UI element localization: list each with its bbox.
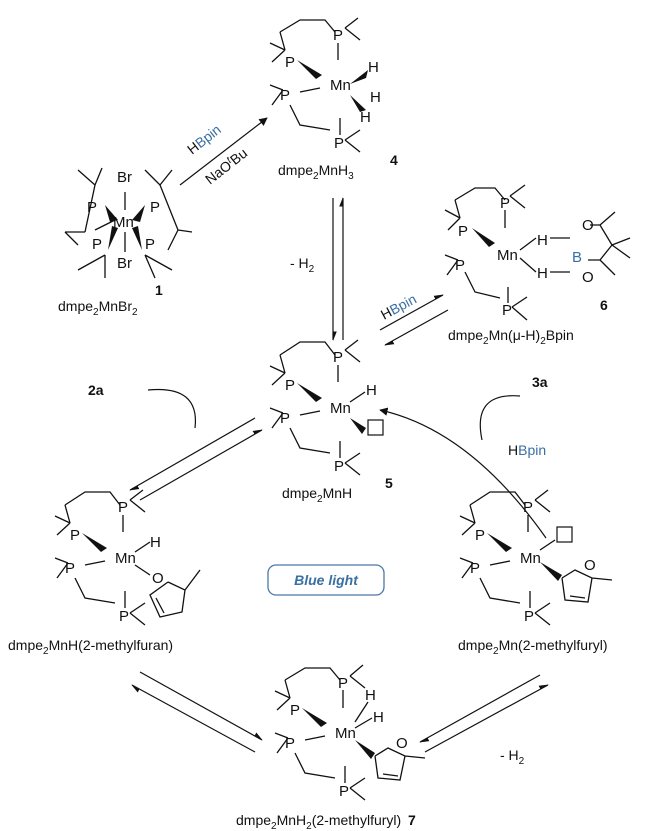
label-compound-7: dmpe2MnH2(2-methylfuryl) (236, 812, 401, 831)
atom-p: P (333, 349, 343, 366)
atom-p: P (65, 560, 75, 577)
atom-h: H (150, 534, 161, 551)
atom-p: P (455, 257, 465, 274)
compound-4: P P Mn H H H P P dmpe2MnH3 4 (269, 17, 398, 182)
atom-br-bottom: Br (117, 255, 132, 272)
atom-o: O (152, 570, 164, 587)
label-compound-1: dmpe2MnBr2 (58, 298, 138, 318)
compound-left: P P Mn H O P P dmpe2MnH(2-methylfuran) (8, 489, 201, 657)
atom-p: P (70, 527, 80, 544)
atom-h: H (360, 109, 371, 126)
atom-p: P (334, 135, 344, 152)
atom-mn: Mn (330, 400, 351, 417)
reactant-2a-arrow: 2a (88, 382, 197, 429)
atom-p: P (333, 27, 343, 44)
compound-6: P P Mn H H B O O P P dmpe2Mn(μ-H)2Bpin 6 (444, 184, 631, 347)
compound-5: P P Mn H P P dmpe2MnH 5 (269, 339, 393, 505)
atom-mn: Mn (335, 725, 356, 742)
number-5: 5 (385, 475, 393, 491)
atom-o: O (584, 557, 596, 574)
atom-p: P (280, 87, 290, 104)
reagent-hbpin-right: HBpin (508, 442, 546, 458)
atom-p: P (500, 195, 510, 212)
atom-o: O (396, 735, 408, 752)
reagent-naotbu: NaOtBu (202, 145, 250, 188)
atom-p: P (334, 458, 344, 475)
label-compound-6: dmpe2Mn(μ-H)2Bpin (448, 327, 574, 347)
atom-p: P (338, 675, 348, 692)
atom-mn: Mn (497, 247, 518, 264)
atom-p: P (339, 783, 349, 800)
reagent-hbpin: HBpin (184, 121, 224, 157)
equilibrium-left-7 (131, 671, 263, 753)
atom-p: P (285, 54, 295, 71)
atom-mn: Mn (520, 550, 541, 567)
label-2a: 2a (88, 382, 104, 398)
number-1: 1 (155, 282, 163, 298)
compound-right: P P Mn O P P dmpe2Mn(2-methylfuryl) (458, 489, 613, 657)
atom-p: P (150, 199, 160, 216)
atom-h: H (365, 687, 376, 704)
compound-7: P P Mn H H O P P dmpe2MnH2(2-methylfuryl… (236, 664, 426, 831)
atom-h: H (368, 59, 379, 76)
atom-mn: Mn (330, 77, 351, 94)
reactant-3a-arrow: 3a HBpin (379, 374, 548, 539)
label-compound-5: dmpe2MnH (282, 485, 352, 505)
label-3a: 3a (532, 374, 548, 390)
vacancy-square (367, 419, 384, 436)
number-7: 7 (408, 812, 416, 828)
vacancy-square (556, 526, 573, 543)
atom-mn: Mn (113, 214, 134, 231)
reagent-hbpin-6: HBpin (378, 291, 419, 323)
atom-p: P (475, 527, 485, 544)
arrow-1-to-4: HBpin NaOtBu (179, 117, 268, 188)
reagent-minus-h2: - H2 (290, 255, 315, 275)
atom-p: P (458, 223, 468, 240)
atom-p: P (285, 377, 295, 394)
badge-text: Blue light (294, 572, 359, 588)
equilibrium-right-7: - H2 (419, 674, 549, 767)
reagent-minus-h2-bottom: - H2 (500, 747, 525, 767)
label-compound-right: dmpe2Mn(2-methylfuryl) (458, 637, 608, 657)
compound-1: Br Br Mn P P P P dmpe2MnBr2 1 (58, 167, 193, 318)
atom-h: H (537, 232, 548, 249)
atom-h: H (370, 89, 381, 106)
atom-o: O (582, 269, 594, 286)
atom-p: P (290, 702, 300, 719)
atom-br-top: Br (117, 169, 132, 186)
atom-h: H (373, 709, 384, 726)
atom-h: H (366, 382, 377, 399)
atom-p: P (502, 302, 512, 319)
equilibrium-4-5: - H2 (290, 197, 344, 341)
atom-p: P (524, 608, 534, 625)
number-4: 4 (390, 152, 398, 168)
label-compound-4: dmpe2MnH3 (278, 162, 354, 182)
atom-p: P (285, 735, 295, 752)
atom-p: P (87, 199, 97, 216)
equilibrium-5-left (129, 417, 263, 501)
atom-p: P (470, 560, 480, 577)
blue-light-badge: Blue light (267, 564, 385, 596)
atom-mn: Mn (115, 550, 136, 567)
atom-p: P (118, 499, 128, 516)
atom-p: P (523, 499, 533, 516)
atom-p: P (280, 410, 290, 427)
number-6: 6 (600, 297, 608, 313)
atom-o: O (582, 217, 594, 234)
atom-p: P (92, 236, 102, 253)
atom-p: P (119, 608, 129, 625)
atom-b: B (572, 249, 582, 266)
equilibrium-5-6: HBpin (378, 291, 449, 346)
label-compound-left: dmpe2MnH(2-methylfuran) (8, 637, 173, 657)
atom-h: H (537, 265, 548, 282)
atom-p: P (145, 236, 155, 253)
